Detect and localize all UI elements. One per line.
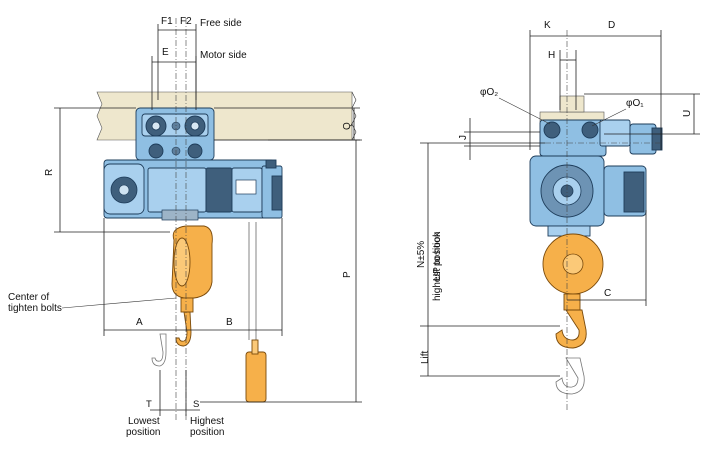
label-motor-side: Motor side	[200, 50, 247, 61]
label-highest-line2: position	[190, 427, 224, 438]
label-free-side: Free side	[200, 18, 242, 29]
label-h: H	[548, 50, 555, 61]
label-t: T	[146, 399, 152, 410]
label-p: P	[342, 271, 353, 278]
label-q: Q	[342, 122, 353, 130]
label-e: E	[162, 47, 169, 58]
label-s: S	[193, 399, 199, 410]
label-phi-o1: φO₁	[626, 98, 644, 109]
pendant-switch	[245, 351, 267, 403]
hook-icon	[175, 311, 192, 347]
girder-beam	[96, 91, 353, 141]
label-up-to-hook-line1: UP to hook	[432, 231, 443, 281]
label-j: J	[458, 135, 469, 140]
label-c: C	[604, 288, 611, 299]
label-n: N±5%	[416, 241, 427, 268]
label-r: R	[44, 169, 55, 176]
label-k: K	[544, 20, 551, 31]
label-d: D	[608, 20, 615, 31]
side-ghost-hook-icon	[555, 357, 585, 395]
label-up-to-hook-line2: highest position	[432, 232, 443, 302]
label-lowest-line2: position	[126, 427, 160, 438]
label-f1: F1	[161, 16, 173, 27]
hook-block	[171, 225, 213, 347]
label-u: U	[682, 110, 693, 117]
label-highest-line1: Highest	[190, 416, 224, 427]
ghost-hook-icon	[151, 333, 167, 367]
side-view: K D H φO₂ φO₁ U J N±5% UP to hook highes…	[416, 20, 700, 410]
label-lift: Lift	[420, 350, 431, 364]
label-b: B	[226, 317, 233, 328]
front-view: F1 F2 Free side E Motor side R Q P A B	[8, 16, 362, 438]
side-wheel-icon	[543, 121, 599, 139]
label-lowest-line1: Lowest	[128, 416, 160, 427]
label-center-line1: Center of	[8, 292, 49, 303]
label-f2: F2	[180, 16, 192, 27]
label-a: A	[136, 317, 143, 328]
label-center-line2: tighten bolts	[8, 303, 62, 314]
label-phi-o2: φO₂	[480, 87, 498, 98]
trolley-wheel-icon	[145, 115, 206, 159]
side-hook-icon	[555, 309, 587, 349]
